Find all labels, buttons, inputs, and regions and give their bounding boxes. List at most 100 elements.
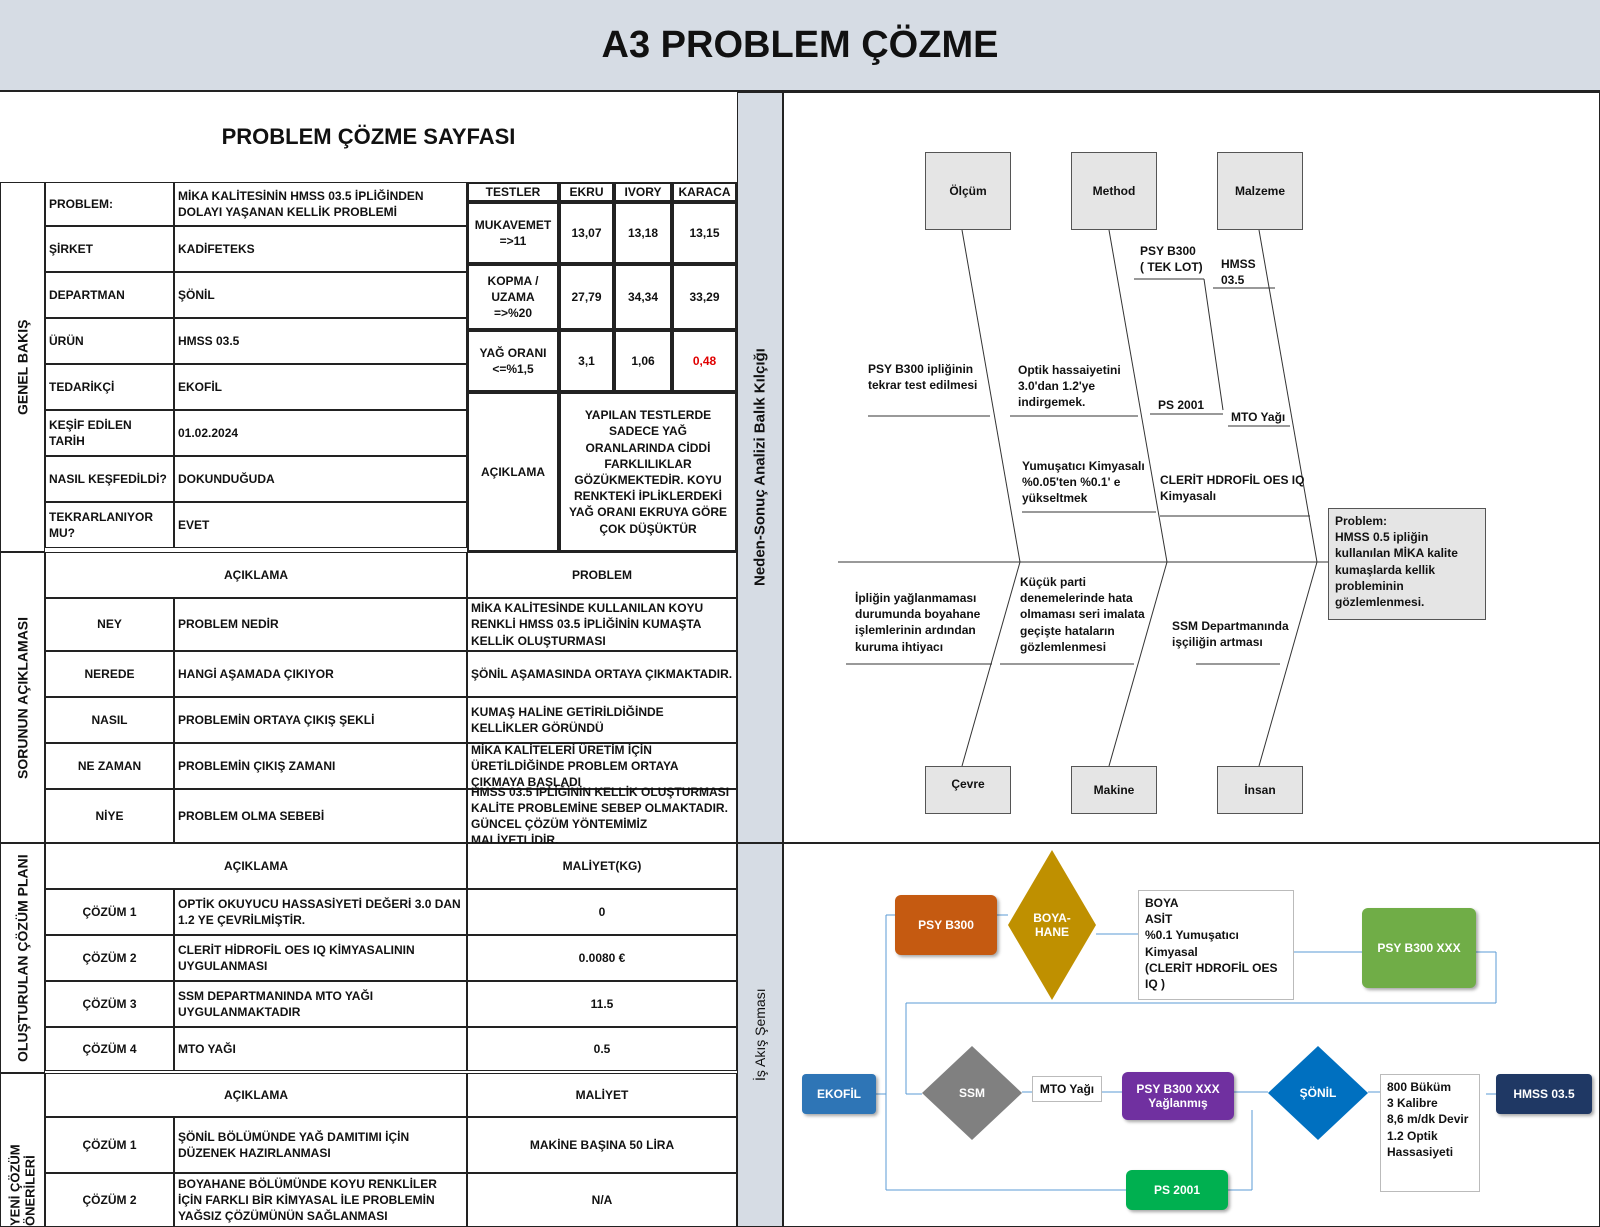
fishbone-box-cevre: Çevre: [925, 766, 1011, 814]
section-header: AÇIKLAMA: [45, 552, 467, 598]
fishbone-box-malzeme: Malzeme: [1217, 152, 1303, 230]
section-row-key: NE ZAMAN: [45, 743, 174, 789]
section-row-value: 0.5: [467, 1027, 737, 1071]
overview-label: TEKRARLANIYOR MU?: [45, 502, 174, 548]
section-row-value: KUMAŞ HALİNE GETİRİLDİĞİNDE KELLİKLER GÖ…: [467, 697, 737, 743]
tests-value: 13,07: [559, 202, 614, 264]
fishbone-box-insan: İnsan: [1217, 766, 1303, 814]
tests-value: 1,06: [614, 330, 672, 392]
cause-clerit: CLERİT HDROFİL OES IQ Kimyasalı: [1160, 473, 1305, 504]
overview-label: TEDARİKÇİ: [45, 364, 174, 410]
section-row-desc: PROBLEMİN ORTAYA ÇIKIŞ ŞEKLİ: [174, 697, 467, 743]
page-header: A3 PROBLEM ÇÖZME: [0, 0, 1600, 92]
section-header: AÇIKLAMA: [45, 843, 467, 889]
section-row-key: NEREDE: [45, 651, 174, 697]
section-header: MALİYET(KG): [467, 843, 737, 889]
tests-aciklama-label: AÇIKLAMA: [467, 392, 559, 552]
tests-aciklama-text: YAPILAN TESTLERDE SADECE YAĞ ORANLARINDA…: [559, 392, 737, 552]
overview-label: ÜRÜN: [45, 318, 174, 364]
overview-value: KADİFETEKS: [174, 226, 467, 272]
section-row-key: ÇÖZÜM 1: [45, 889, 174, 935]
page-title: A3 PROBLEM ÇÖZME: [601, 23, 999, 66]
tests-value: 13,18: [614, 202, 672, 264]
tests-value: 0,48: [672, 330, 737, 392]
section-row-desc: HANGİ AŞAMADA ÇIKIYOR: [174, 651, 467, 697]
tests-row-name: MUKAVEMET =>11: [467, 202, 559, 264]
overview-label: PROBLEM:: [45, 182, 174, 226]
flow-ekofil: EKOFİL: [802, 1074, 876, 1114]
fishbone-box-makine: Makine: [1071, 766, 1157, 814]
section-row-key: ÇÖZÜM 2: [45, 935, 174, 981]
cause-kucuk: Küçük parti denemelerinde hata olmaması …: [1020, 575, 1145, 654]
tests-row-name: KOPMA / UZAMA =>%20: [467, 264, 559, 330]
overview-value: HMSS 03.5: [174, 318, 467, 364]
section-row-key: NEY: [45, 598, 174, 651]
section-row-desc: BOYAHANE BÖLÜMÜNDE KOYU RENKLİLER İÇİN F…: [174, 1173, 467, 1227]
tests-value: 34,34: [614, 264, 672, 330]
cause-psy-tek: PSY B300 ( TEK LOT): [1140, 244, 1203, 275]
overview-value: EVET: [174, 502, 467, 548]
tests-row-name: YAĞ ORANI <=%1,5: [467, 330, 559, 392]
fishbone-box-olcum: Ölçüm: [925, 152, 1011, 230]
section-row-value: 0: [467, 889, 737, 935]
cause-ps2001: PS 2001: [1158, 398, 1205, 412]
overview-value: MİKA KALİTESİNİN HMSS 03.5 İPLİĞİNDEN DO…: [174, 182, 467, 226]
section-row-value: 0.0080 €: [467, 935, 737, 981]
section-row-value: MAKİNE BAŞINA 50 LİRA: [467, 1117, 737, 1173]
cause-yumusatici: Yumuşatıcı Kimyasalı %0.05'ten %0.1' e y…: [1022, 459, 1145, 506]
overview-label: DEPARTMAN: [45, 272, 174, 318]
section-row-key: ÇÖZÜM 4: [45, 1027, 174, 1071]
section-row-desc: OPTİK OKUYUCU HASSASİYETİ DEĞERİ 3.0 DAN…: [174, 889, 467, 935]
section-row-desc: MTO YAĞI: [174, 1027, 467, 1071]
tests-header: EKRU: [559, 182, 614, 202]
cause-hmss: HMSS 03.5: [1221, 257, 1256, 288]
tests-header: KARACA: [672, 182, 737, 202]
section-row-desc: PROBLEM NEDİR: [174, 598, 467, 651]
flow-ps2001: PS 2001: [1126, 1170, 1228, 1210]
section-row-desc: ŞÖNİL BÖLÜMÜNDE YAĞ DAMITIMI İÇİN DÜZENE…: [174, 1117, 467, 1173]
section-header: PROBLEM: [467, 552, 737, 598]
section-row-value: MİKA KALİTELERİ ÜRETİM İÇİN ÜRETİLDİĞİND…: [467, 743, 737, 789]
overview-value: ŞÖNİL: [174, 272, 467, 318]
cause-optik: Optik hassaiyetini 3.0'dan 1.2'ye indirg…: [1018, 363, 1121, 410]
tests-header: TESTLER: [467, 182, 559, 202]
section-row-key: ÇÖZÜM 1: [45, 1117, 174, 1173]
flow-boya-note: BOYA ASİT %0.1 Yumuşatıcı Kimyasal (CLER…: [1138, 890, 1294, 1000]
section-row-desc: SSM DEPARTMANINDA MTO YAĞI UYGULANMAKTAD…: [174, 981, 467, 1027]
overview-value: DOKUNDUĞUDA: [174, 456, 467, 502]
overview-value: 01.02.2024: [174, 410, 467, 456]
section-header: AÇIKLAMA: [45, 1073, 467, 1117]
cause-yaglanma: İpliğin yağlanmaması durumunda boyahane …: [855, 591, 981, 654]
flow-psy-xxx-yaglanmis: PSY B300 XXX Yağlanmış: [1122, 1072, 1234, 1120]
section-row-key: NASIL: [45, 697, 174, 743]
cause-ssm: SSM Departmanında işçiliğin artması: [1172, 619, 1289, 650]
tests-value: 27,79: [559, 264, 614, 330]
tests-value: 13,15: [672, 202, 737, 264]
section-row-key: ÇÖZÜM 3: [45, 981, 174, 1027]
tests-header: IVORY: [614, 182, 672, 202]
section-row-value: 11.5: [467, 981, 737, 1027]
sheet-subtitle: PROBLEM ÇÖZME SAYFASI: [221, 124, 516, 149]
fishbone-box-method: Method: [1071, 152, 1157, 230]
flow-mto-note: MTO Yağı: [1032, 1076, 1102, 1102]
section-row-desc: PROBLEM OLMA SEBEBİ: [174, 789, 467, 843]
section-row-value: ŞÖNİL AŞAMASINDA ORTAYA ÇIKMAKTADIR.: [467, 651, 737, 697]
tests-value: 33,29: [672, 264, 737, 330]
flow-psy-b300-xxx: PSY B300 XXX: [1362, 908, 1476, 988]
overview-label: ŞİRKET: [45, 226, 174, 272]
fishbone-problem-box: Problem: HMSS 0.5 ipliğin kullanılan MİK…: [1328, 508, 1486, 620]
flow-sonil-note: 800 Büküm 3 Kalibre 8,6 m/dk Devir 1.2 O…: [1380, 1074, 1480, 1192]
flow-hmss: HMSS 03.5: [1496, 1074, 1592, 1114]
tests-value: 3,1: [559, 330, 614, 392]
section-row-desc: PROBLEMİN ÇIKIŞ ZAMANI: [174, 743, 467, 789]
section-header: MALİYET: [467, 1073, 737, 1117]
cause-mto: MTO Yağı: [1231, 410, 1286, 424]
overview-label: NASIL KEŞFEDİLDİ?: [45, 456, 174, 502]
cause-psy-retest: PSY B300 ipliğinin tekrar test edilmesi: [868, 362, 978, 393]
subtitle-area: PROBLEM ÇÖZME SAYFASI: [0, 92, 737, 182]
overview-label: KEŞİF EDİLEN TARİH: [45, 410, 174, 456]
section-row-key: NİYE: [45, 789, 174, 843]
overview-value: EKOFİL: [174, 364, 467, 410]
section-row-desc: CLERİT HİDROFİL OES IQ KİMYASALININ UYGU…: [174, 935, 467, 981]
